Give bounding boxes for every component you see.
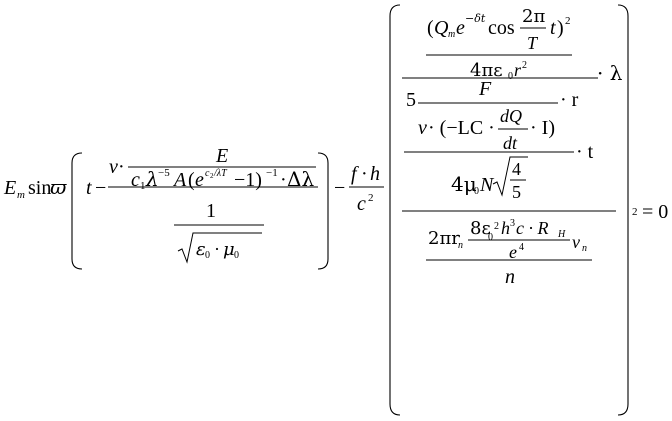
T-var: T — [527, 33, 539, 53]
q-squared: 2 — [565, 15, 571, 27]
amplitude-E: E — [3, 177, 16, 199]
e4-var: e — [509, 242, 517, 262]
dot-op-3: · — [214, 239, 220, 259]
r-var: r — [514, 60, 522, 80]
five-numeral: 5 — [406, 89, 416, 111]
sqrt-radical-1 — [177, 232, 262, 264]
minus-one-close: −1) — [234, 169, 262, 191]
eight-eps: 8ε — [470, 218, 491, 239]
q-open-paren: ( — [427, 17, 434, 39]
two-pi: 2π — [522, 6, 545, 27]
e-exp-base: e — [456, 17, 465, 39]
tail-squared: 2 — [632, 206, 638, 218]
N-var: N — [479, 174, 495, 196]
t-var-2: t — [550, 17, 556, 39]
left-paren-2 — [389, 4, 401, 416]
dot-op-fh: · — [361, 163, 368, 185]
F-var: F — [478, 78, 492, 100]
exp-inverse: −1 — [266, 167, 278, 179]
two-pi-r: 2πr — [428, 228, 460, 249]
one-numeral: 1 — [206, 200, 216, 222]
epsilon-0-sub: 0 — [205, 250, 210, 261]
dt-var: dt — [503, 133, 518, 153]
sin-func: sin — [28, 177, 51, 199]
c-exp: 2 — [368, 192, 374, 204]
dot-op-2: · — [280, 169, 287, 191]
mu-0: μ — [223, 239, 235, 260]
eps-sub-top: 0 — [508, 71, 513, 82]
dQ-var: dQ — [500, 106, 522, 126]
left-paren-1 — [71, 152, 83, 270]
exp-rest: /λT — [213, 168, 228, 179]
h-var-3: h — [501, 218, 510, 238]
h-exp: 3 — [510, 218, 515, 229]
v-n: v — [572, 232, 580, 252]
r-exp: 2 — [522, 60, 527, 71]
v-var: v — [109, 156, 118, 178]
sqrt-num: 4 — [512, 159, 521, 179]
q-close-paren: ) — [557, 17, 564, 39]
f-var: f — [351, 163, 359, 185]
r-n-sub: n — [458, 240, 463, 251]
right-paren-1 — [317, 152, 329, 270]
Q-var: Q — [434, 17, 449, 39]
c-RH: c · R — [516, 218, 548, 238]
omega-symbol: ϖ — [50, 175, 67, 199]
e-var: e — [195, 169, 204, 191]
four-pi-eps: 4πε — [470, 60, 503, 81]
dot-t: · t — [576, 141, 594, 163]
epsilon-0: ε — [196, 239, 206, 260]
mu-sub-2: 0 — [474, 186, 479, 197]
sqrt-radical-2 — [492, 156, 528, 197]
exp-delta-t: −δt — [465, 12, 486, 25]
right-paren-2 — [617, 4, 629, 416]
lambda-1: λ — [145, 167, 159, 191]
dot-I: · I) — [530, 117, 555, 139]
exp-c2-sub: 2 — [210, 172, 214, 180]
delta-lambda: Δλ — [287, 167, 314, 191]
exp-c2: c — [205, 168, 210, 179]
neg-LC: · (−LC · — [428, 117, 495, 139]
t-var: t — [86, 177, 92, 199]
sqrt-den: 5 — [512, 182, 521, 202]
minus-sign-2: − — [334, 177, 345, 199]
c-var: c — [357, 193, 366, 215]
mu-0-sub: 0 — [234, 250, 239, 261]
e4-exp: 4 — [519, 242, 524, 253]
dot-lambda: · λ — [597, 61, 623, 85]
E-var: E — [215, 145, 228, 167]
h-var: h — [370, 163, 380, 185]
eps8-sub: 0 — [488, 232, 493, 243]
c1-var: c — [131, 169, 140, 191]
equals-zero: = 0 — [642, 201, 668, 223]
dot-r: · r — [560, 89, 579, 111]
Q-sub: m — [448, 29, 455, 40]
A-var: A — [172, 169, 187, 191]
n-var: n — [505, 266, 515, 288]
v-n-sub: n — [582, 243, 587, 254]
dot-op: · — [118, 156, 125, 178]
eps8-exp: 2 — [494, 221, 499, 232]
c1-sub: 1 — [140, 180, 146, 192]
four-mu: 4μ — [451, 172, 477, 196]
cos-func: cos — [488, 17, 515, 39]
minus-sign-1: − — [95, 177, 106, 199]
amplitude-sub: m — [17, 189, 25, 201]
v-var-2: v — [418, 117, 427, 139]
RH-sub: H — [557, 229, 566, 240]
exp-minus-5: −5 — [158, 167, 170, 179]
open-paren-e: ( — [188, 169, 195, 191]
